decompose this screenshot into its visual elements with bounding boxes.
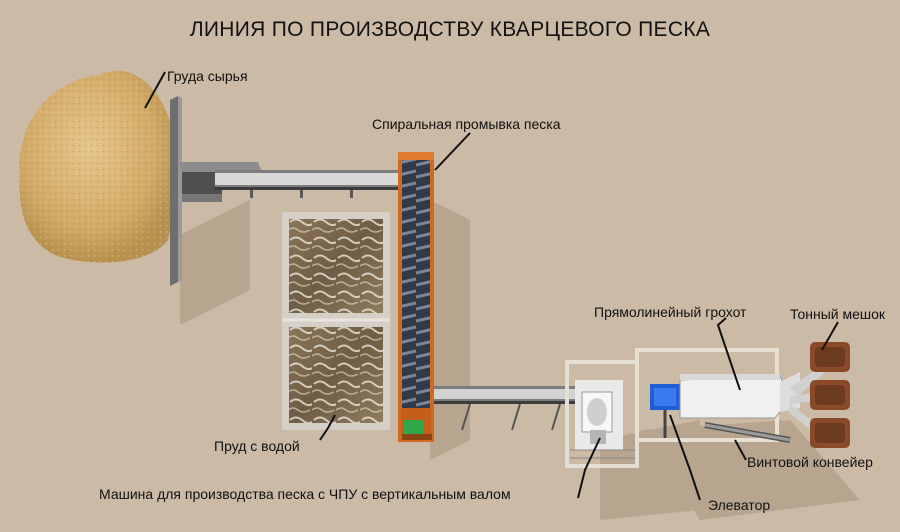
label-ton-bag: Тонный мешок (790, 306, 886, 322)
label-screw-conveyor: Винтовой конвейер (747, 454, 873, 470)
retaining-wall (170, 96, 182, 286)
ton-bags (810, 342, 850, 448)
label-elevator: Элеватор (708, 497, 771, 513)
linear-vibrating-screen (635, 348, 826, 442)
callout-leaders (144, 71, 839, 501)
label-spiral-washer: Спиральная промывка песка (372, 116, 561, 132)
label-sand-maker: Машина для производства песка с ЧПУ с ве… (99, 486, 511, 502)
raw-material-pile (19, 70, 176, 263)
label-linear-screen: Прямолинейный грохот (594, 304, 747, 320)
feeder-hopper (178, 162, 262, 202)
vsi-sand-making-machine (565, 360, 639, 468)
water-pond (282, 212, 390, 430)
feed-belt-conveyor (215, 170, 410, 198)
label-raw-pile: Груда сырья (167, 68, 248, 84)
bucket-elevator (650, 384, 680, 440)
diagram-title: ЛИНИЯ ПО ПРОИЗВОДСТВУ КВАРЦЕВОГО ПЕСКА (189, 18, 711, 41)
transfer-belt-conveyor (434, 386, 589, 431)
label-water-pond: Пруд с водой (214, 438, 300, 454)
spiral-sand-washer (398, 152, 434, 442)
screw-conveyor (704, 422, 791, 443)
